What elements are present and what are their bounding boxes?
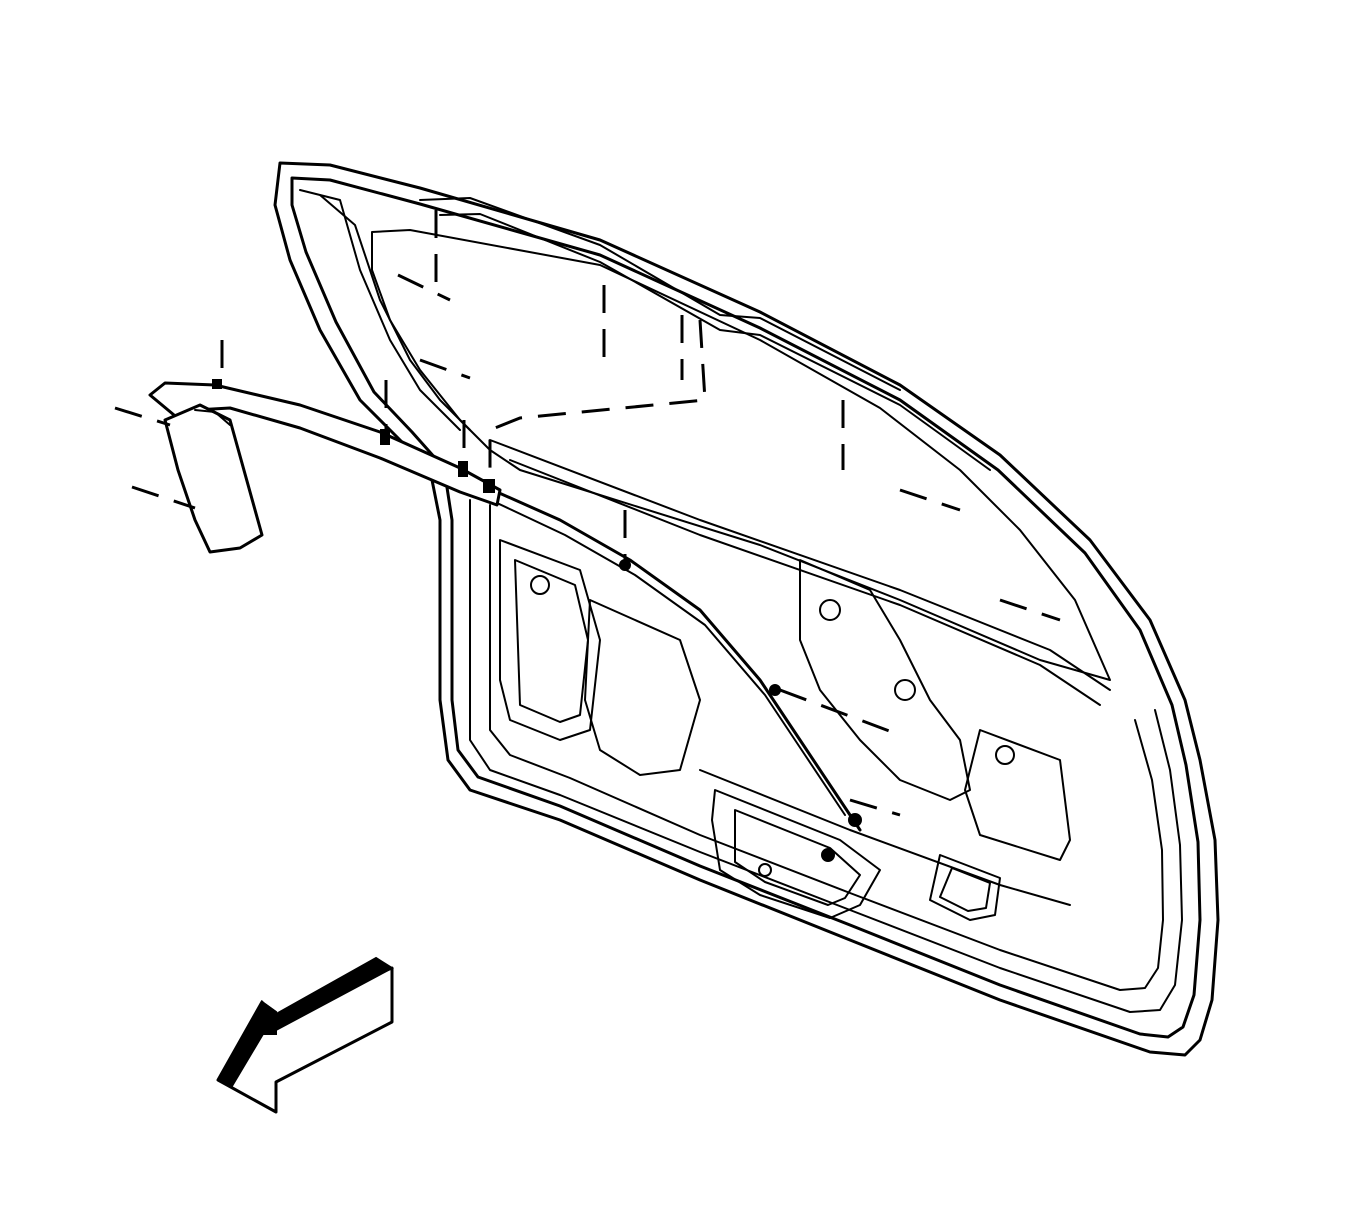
liftgate-inner-edge xyxy=(290,176,1202,1039)
window-opening xyxy=(371,229,1111,681)
center-pocket xyxy=(584,599,701,776)
alignment-line-15 xyxy=(397,273,451,302)
access-hole-2 xyxy=(894,679,916,701)
inner-structure xyxy=(489,439,1111,921)
handle-pocket xyxy=(929,854,1001,921)
harness-clip-2 xyxy=(769,684,781,696)
alignment-line-16 xyxy=(419,358,471,380)
trim-molding-end-cap xyxy=(163,403,264,554)
liftgate-inner-edge-2 xyxy=(469,499,1183,1013)
access-hole-1 xyxy=(819,599,841,621)
harness-cable xyxy=(468,478,862,832)
left-pocket-inner xyxy=(514,559,589,723)
harness-clip-3 xyxy=(848,813,862,827)
liftgate-inner-edge-3 xyxy=(489,504,1164,991)
alignment-line-2 xyxy=(114,406,171,427)
access-hole-3 xyxy=(530,575,550,595)
alignment-line-11 xyxy=(899,488,961,512)
inner-rib-top-2 xyxy=(509,459,1101,706)
left-pocket xyxy=(499,539,601,741)
trim-clip-2 xyxy=(380,429,390,445)
access-hole-4 xyxy=(995,745,1015,765)
alignment-line-3 xyxy=(131,485,196,510)
alignment-line-12 xyxy=(999,598,1061,622)
trim-clip-4 xyxy=(483,479,495,493)
liftgate-outer-edge xyxy=(273,161,1220,1057)
liftgate-panel xyxy=(273,161,1220,1057)
trim-end-cap-detail xyxy=(194,409,231,426)
alignment-lines xyxy=(114,210,1061,817)
window-side-channel-2 xyxy=(319,194,471,431)
alignment-line-14 xyxy=(849,798,901,817)
alignment-line-13 xyxy=(779,688,901,737)
inner-rib-top xyxy=(489,439,1111,691)
handle-pocket-inner xyxy=(939,867,991,912)
latch-housing xyxy=(711,789,881,919)
window-upper-channel xyxy=(419,197,901,391)
direction-arrow-icon xyxy=(216,956,394,1114)
latch-housing-inner xyxy=(734,809,861,906)
access-hole-5 xyxy=(758,863,772,877)
direction-arrow-shade-tip xyxy=(216,1000,278,1088)
lower-channel xyxy=(699,769,1071,906)
trim-clip-1 xyxy=(212,379,222,389)
direction-arrow-shade-edge xyxy=(259,956,394,1032)
window-side-channel xyxy=(299,189,461,431)
trim-molding xyxy=(148,379,502,554)
window-upper-channel-2 xyxy=(439,213,991,471)
right-panel-box xyxy=(964,729,1071,861)
right-reinforcement xyxy=(799,559,971,801)
harness-cable-2 xyxy=(479,494,846,816)
alignment-path-1 xyxy=(488,319,707,475)
harness-clip-4 xyxy=(821,848,835,862)
trim-clip-3 xyxy=(458,461,468,477)
